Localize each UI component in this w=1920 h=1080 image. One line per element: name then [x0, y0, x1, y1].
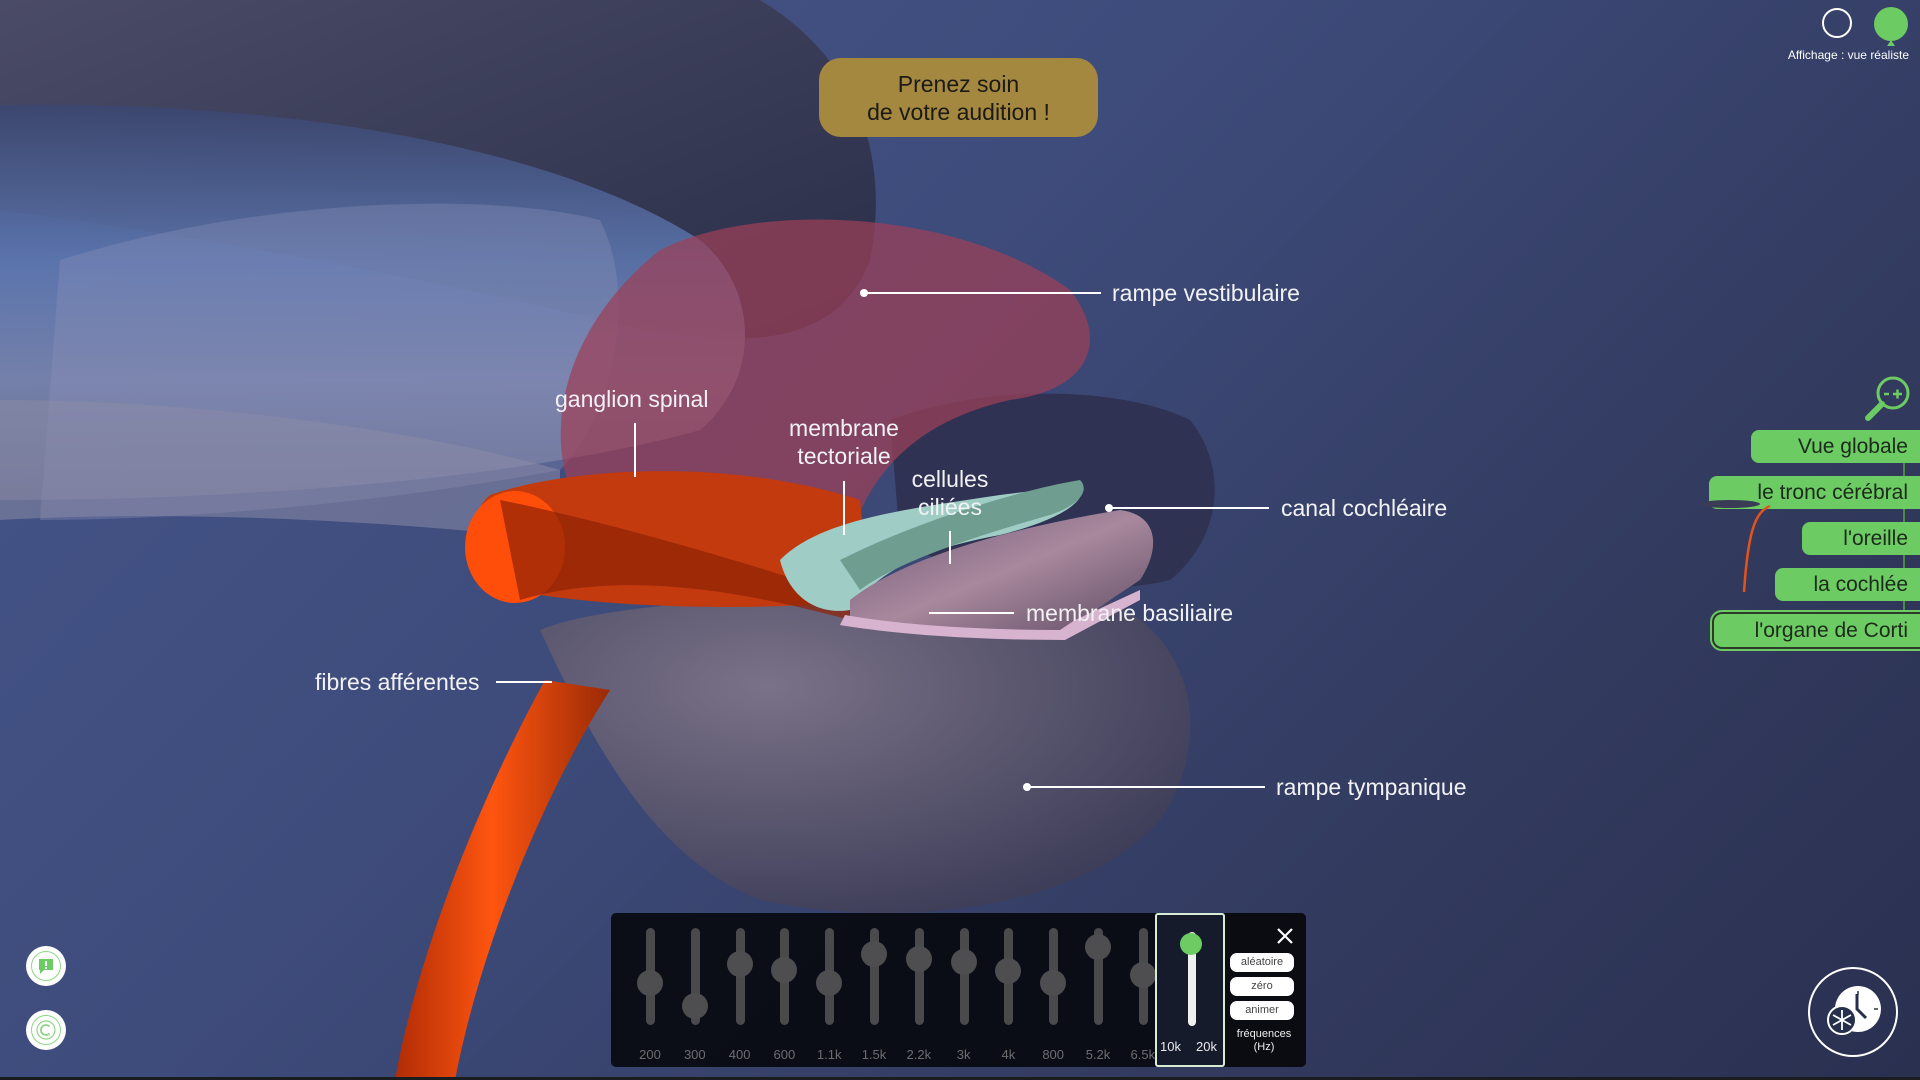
- rampe-tympanique-leader: [1027, 786, 1265, 788]
- view-mode-caption: Affichage : vue réaliste: [1787, 48, 1909, 62]
- eq-slider-800[interactable]: 800: [1031, 928, 1075, 1062]
- label-membrane-tectoriale-line2: tectoriale: [797, 443, 891, 469]
- fibres-afferentes-leader: [496, 681, 552, 683]
- credits-button[interactable]: [26, 1010, 66, 1050]
- eq-knob[interactable]: [1129, 961, 1156, 988]
- eq-slider-300[interactable]: 300: [673, 928, 717, 1062]
- eq-slider-1.1k[interactable]: 1.1k: [807, 928, 851, 1062]
- eq-slider-2.2k[interactable]: 2.2k: [897, 928, 941, 1062]
- hearing-care-banner: Prenez soin de votre audition !: [819, 58, 1098, 137]
- close-icon[interactable]: [1276, 927, 1294, 945]
- eq-band-label: 3k: [956, 1047, 971, 1062]
- feedback-button[interactable]: [26, 946, 66, 986]
- label-cellules-ciliees[interactable]: cellules ciliées: [895, 465, 1005, 521]
- eq-knob[interactable]: [950, 948, 977, 975]
- eq-slider-600[interactable]: 600: [762, 928, 806, 1062]
- eq-slider-200[interactable]: 200: [628, 928, 672, 1062]
- eq-selected-knob[interactable]: [1180, 933, 1202, 956]
- eq-slider-4k[interactable]: 4k: [986, 928, 1030, 1062]
- label-rampe-vestibulaire[interactable]: rampe vestibulaire: [1112, 280, 1300, 306]
- random-button[interactable]: aléatoire: [1230, 953, 1294, 972]
- ganglion-spinal-leader: [634, 423, 636, 477]
- eq-band-label: 2.2k: [906, 1047, 932, 1062]
- copyright-icon: [31, 1015, 61, 1045]
- label-membrane-tectoriale-line1: membrane: [789, 415, 899, 441]
- membrane-tectoriale-leader: [843, 481, 845, 535]
- eq-knob[interactable]: [1040, 970, 1067, 997]
- nav-vue-globale[interactable]: Vue globale: [1751, 430, 1920, 463]
- eq-track[interactable]: [959, 928, 969, 1025]
- clock-freeze-icon: [1827, 986, 1881, 1035]
- eq-slider-5.2k[interactable]: 5.2k: [1076, 928, 1120, 1062]
- label-canal-cochleaire[interactable]: canal cochléaire: [1281, 495, 1448, 521]
- label-cellules-ciliees-line1: cellules: [911, 466, 989, 492]
- realistic-view-toggle[interactable]: [1874, 7, 1908, 46]
- eq-band-label: 4k: [1001, 1047, 1016, 1062]
- bottom-edge: [0, 1077, 1920, 1080]
- alert-message-icon: [31, 951, 61, 981]
- nerve-thumbnail-icon: [1700, 500, 1771, 592]
- zero-button[interactable]: zéro: [1230, 977, 1294, 996]
- eq-knob[interactable]: [861, 941, 887, 968]
- eq-knob[interactable]: [1085, 934, 1111, 961]
- eq-band-label: 1.5k: [861, 1047, 887, 1062]
- eq-knob[interactable]: [637, 970, 663, 997]
- eq-selected-label-high: 20k: [1196, 1039, 1217, 1054]
- time-freeze-button[interactable]: [1808, 967, 1898, 1057]
- eq-controls: aléatoire zéro animer fréquences (Hz): [1228, 913, 1306, 1067]
- eq-slider-400[interactable]: 400: [718, 928, 762, 1062]
- cellules-ciliees-leader: [949, 531, 951, 564]
- eq-knob[interactable]: [995, 957, 1022, 984]
- frequency-caption-line2: (Hz): [1253, 1041, 1275, 1053]
- eq-track[interactable]: [870, 928, 879, 1025]
- eq-selected-label-low: 10k: [1160, 1039, 1181, 1054]
- frequency-caption-line1: fréquences: [1236, 1028, 1292, 1040]
- canal-cochleaire-leader: [1109, 507, 1269, 509]
- rampe-vestibulaire-leader: [864, 292, 1101, 294]
- frequency-unit-caption: fréquences (Hz): [1224, 1028, 1304, 1054]
- eq-slider-1.5k[interactable]: 1.5k: [852, 928, 896, 1062]
- eq-band-label: 800: [1042, 1047, 1065, 1062]
- nav-cochlee[interactable]: la cochlée: [1775, 568, 1920, 601]
- eq-knob[interactable]: [681, 992, 708, 1019]
- schematic-view-toggle[interactable]: [1822, 8, 1852, 38]
- label-ganglion-spinal[interactable]: ganglion spinal: [555, 386, 709, 412]
- eq-track[interactable]: [914, 928, 924, 1025]
- eq-band-label: 600: [773, 1047, 796, 1062]
- label-fibres-afferentes[interactable]: fibres afférentes: [315, 669, 480, 695]
- label-membrane-basiliaire[interactable]: membrane basiliaire: [1026, 600, 1234, 626]
- eq-track[interactable]: [1094, 928, 1103, 1025]
- eq-band-label: 200: [639, 1047, 661, 1062]
- eq-knob[interactable]: [905, 946, 932, 973]
- eq-slider-6.5k[interactable]: 6.5k: [1121, 928, 1165, 1062]
- eq-band-label: 5.2k: [1085, 1047, 1111, 1062]
- eq-band-label: 300: [683, 1047, 706, 1062]
- animate-button[interactable]: animer: [1230, 1001, 1294, 1020]
- eq-band-label: 400: [728, 1047, 751, 1062]
- label-cellules-ciliees-line2: ciliées: [918, 494, 982, 520]
- label-membrane-tectoriale[interactable]: membrane tectoriale: [778, 414, 910, 470]
- banner-line-2: de votre audition !: [867, 98, 1050, 125]
- banner-line-1: Prenez soin: [897, 70, 1020, 97]
- magnifier-plus-minus-icon[interactable]: [1862, 374, 1912, 424]
- eq-knob[interactable]: [816, 970, 843, 997]
- eq-selected-track[interactable]: [1188, 932, 1196, 1026]
- eq-band-selected-10k-20k[interactable]: 10k 20k: [1155, 913, 1225, 1067]
- nav-organe-de-corti[interactable]: l'organe de Corti: [1714, 614, 1920, 647]
- eq-slider-3k[interactable]: 3k: [942, 928, 986, 1062]
- eq-band-label: 6.5k: [1130, 1047, 1156, 1062]
- eq-band-label: 1.1k: [816, 1047, 842, 1062]
- eq-track[interactable]: [690, 928, 700, 1025]
- eq-knob[interactable]: [771, 956, 798, 983]
- membrane-basiliaire-leader: [929, 612, 1014, 614]
- eq-knob[interactable]: [726, 950, 753, 977]
- label-rampe-tympanique[interactable]: rampe tympanique: [1276, 774, 1467, 800]
- nav-oreille[interactable]: l'oreille: [1802, 522, 1920, 555]
